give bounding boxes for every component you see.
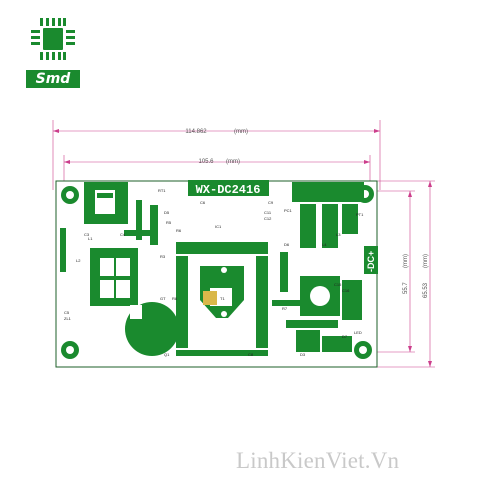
overall-width-label: 114.862 — [185, 129, 207, 135]
label-l4: L4 — [322, 242, 327, 247]
label-r3: R3 — [160, 254, 166, 259]
label-l1: L1 — [88, 236, 93, 241]
label-d5: D5 — [164, 210, 170, 215]
label-pc1: PC1 — [284, 208, 293, 213]
chip-icon — [26, 12, 80, 70]
label-gt: GT — [160, 296, 166, 301]
inner-width-label: 105.6 — [198, 159, 214, 165]
label-r8: R8 — [172, 296, 178, 301]
inner-height-unit: (mm) — [403, 254, 409, 268]
label-rt1: RT1 — [158, 188, 166, 193]
label-c9: C9 — [268, 200, 274, 205]
label-d6: D6 — [284, 242, 290, 247]
transformer-pins — [221, 267, 227, 339]
label-c11: C11 — [264, 210, 272, 215]
label-zl1: ZL1 — [64, 316, 72, 321]
label-l2: L2 — [76, 258, 81, 263]
inner-width-unit: (mm) — [226, 159, 240, 165]
label-c12: C12 — [264, 216, 272, 221]
label-c5: C5 — [64, 310, 70, 315]
inner-height-label: 55.7 — [403, 282, 409, 294]
opto-marker — [203, 291, 217, 305]
silkscreen-labels: IC1 T1 L3 RT1 D5 C6 C3 C4 C5 ZL1 L1 L2 R… — [64, 188, 364, 357]
label-r7: R7 — [282, 306, 288, 311]
copper-traces — [60, 182, 364, 356]
board-title: WX-DC2416 — [196, 183, 261, 197]
watermark: LinhKienViet.Vn — [236, 448, 400, 473]
mounting-holes — [61, 185, 374, 359]
label-d7: D7 — [342, 334, 348, 339]
label-q1: Q1 — [164, 352, 170, 357]
overall-height-label: 65.53 — [423, 282, 429, 298]
logo-text: Smd — [26, 70, 80, 88]
label-c4: C4 — [120, 232, 126, 237]
output-label: -DC+ — [366, 251, 376, 272]
label-c8: C8 — [248, 352, 254, 357]
label-ic1: IC1 — [215, 224, 222, 229]
label-d3: D3 — [300, 352, 306, 357]
overall-width-unit: (mm) — [234, 129, 248, 135]
label-c3: C3 — [84, 232, 90, 237]
label-pt1: PT1 — [356, 212, 364, 217]
label-t1: T1 — [220, 296, 225, 301]
title-banner — [188, 180, 269, 196]
label-l3: L3 — [336, 232, 341, 237]
label-r6: R6 — [176, 228, 182, 233]
output-label-box — [364, 246, 378, 274]
label-c6: C6 — [200, 200, 206, 205]
label-led: LED — [354, 330, 362, 335]
label-c15: C15 — [334, 282, 342, 287]
label-r5: R5 — [166, 220, 172, 225]
overall-height-unit: (mm) — [423, 254, 429, 268]
label-c16: C16 — [342, 288, 350, 293]
logo: Smd — [26, 12, 80, 88]
